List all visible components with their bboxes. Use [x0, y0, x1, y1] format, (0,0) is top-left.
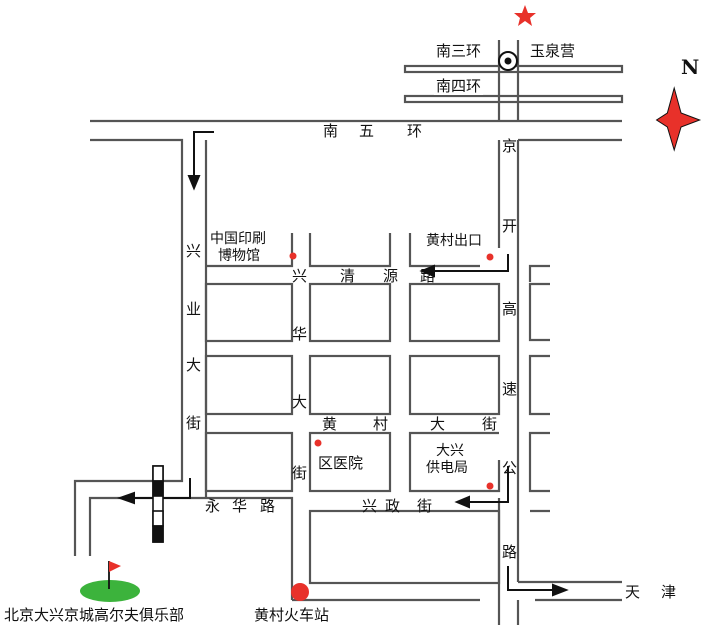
route-arrow-icon [552, 583, 569, 597]
south-5th-ring-char: 环 [407, 122, 423, 140]
route-arrow-icon [432, 254, 509, 272]
route-arrow-icon [419, 264, 435, 278]
yonghua-road-char: 华 [232, 497, 248, 515]
block-r3c3 [408, 431, 501, 493]
power-bureau-label: 供电局 [426, 460, 468, 476]
jingkai-char: 高 [502, 300, 518, 318]
block-r3c2 [308, 431, 392, 493]
xingzheng-street-char: 政 [385, 497, 401, 515]
north-block-middle [308, 233, 392, 268]
huangcun-street-char: 大 [430, 415, 446, 433]
route-arrow-icon [187, 175, 201, 191]
location-marker-icon [291, 583, 309, 601]
south-5th-ring-road-lower [73, 138, 184, 556]
block-r1c2 [308, 282, 392, 343]
huangcun-street-char: 黄 [322, 415, 338, 433]
star-icon [514, 5, 536, 26]
xinqingyuan-road-char: 清 [340, 267, 356, 285]
south-3rd-ring-label: 南三环 [434, 42, 484, 60]
route-arrow-icon [454, 495, 470, 509]
route-arrow-icon [193, 131, 214, 180]
xinye-street-char: 大 [186, 356, 202, 374]
huangcun-street-char: 街 [482, 415, 498, 433]
xinqingyuan-road-char: 源 [383, 267, 399, 285]
jingkai-char: 开 [502, 217, 518, 235]
tianjin-char: 津 [661, 583, 677, 601]
railway-station-label: 黄村火车站 [254, 606, 330, 624]
yonghua-road-south-edge [88, 496, 206, 556]
xingzheng-street-char: 街 [417, 497, 433, 515]
xinghua-street-char: 华 [292, 325, 308, 343]
block-r1c3 [408, 282, 501, 343]
district-hospital-label: 区医院 [318, 454, 364, 472]
power-bureau-label: 大兴 [436, 443, 464, 459]
east-block-2 [528, 282, 550, 342]
south-4th-ring-label: 南四环 [434, 77, 484, 95]
route-arrow-icon [132, 478, 191, 499]
route-arrow-icon [467, 466, 509, 503]
printing-museum-label: 中国印刷 [210, 231, 266, 247]
jingkai-char: 京 [502, 137, 518, 155]
xinghua-street-char: 大 [292, 393, 308, 411]
block-r2c2 [308, 354, 392, 416]
location-marker-icon [486, 253, 494, 261]
route-arrow-icon [507, 566, 555, 591]
block-r2c3 [408, 354, 501, 416]
yuquanying-label: 玉泉营 [530, 42, 576, 60]
route-arrow-icon [117, 491, 135, 505]
east-block-4 [528, 431, 550, 493]
xinghua-street-char: 街 [292, 464, 308, 482]
jingkai-char: 速 [502, 380, 518, 398]
location-marker-icon [289, 252, 297, 260]
printing-museum-label: 博物馆 [218, 248, 260, 264]
south-5th-ring-char: 南 [323, 122, 339, 140]
xinye-street-char: 街 [186, 414, 202, 432]
jingkai-char: 路 [502, 543, 518, 561]
tianjin-char: 天 [625, 583, 641, 601]
xinye-street-char: 兴 [186, 242, 202, 260]
block-r1c1 [204, 282, 294, 343]
golf-flag-icon [80, 561, 140, 602]
xinqingyuan-road-char: 路 [420, 267, 436, 285]
museum-block-edge [206, 233, 294, 268]
bullseye-icon [498, 51, 518, 71]
yonghua-road-char: 永 [205, 497, 221, 515]
yonghua-road-char: 路 [260, 497, 276, 515]
south-5th-ring-char: 五 [359, 122, 375, 140]
xingzheng-street-char: 兴 [362, 497, 378, 515]
huangcun-exit-label: 黄村出口 [426, 233, 482, 249]
railway-crossing-icon [152, 465, 164, 543]
east-block-1 [528, 264, 550, 282]
east-block-3 [528, 354, 550, 416]
xinqingyuan-road-char: 兴 [292, 267, 308, 285]
jingkai-char: 公 [502, 459, 518, 477]
south-west-edge [206, 496, 294, 600]
location-marker-icon [314, 439, 322, 447]
huangcun-street-char: 村 [373, 415, 389, 433]
golf-club-label: 北京大兴京城高尔夫俱乐部 [4, 606, 185, 624]
xinye-street-char: 业 [186, 300, 202, 318]
south-4th-ring-road [403, 94, 624, 104]
block-south [308, 509, 501, 585]
north-block-right [408, 233, 480, 268]
compass-rose-icon [655, 86, 702, 152]
block-r3c1 [204, 431, 294, 493]
location-marker-icon [486, 482, 494, 490]
north-label: N [681, 55, 700, 79]
block-r2c1 [204, 354, 294, 416]
